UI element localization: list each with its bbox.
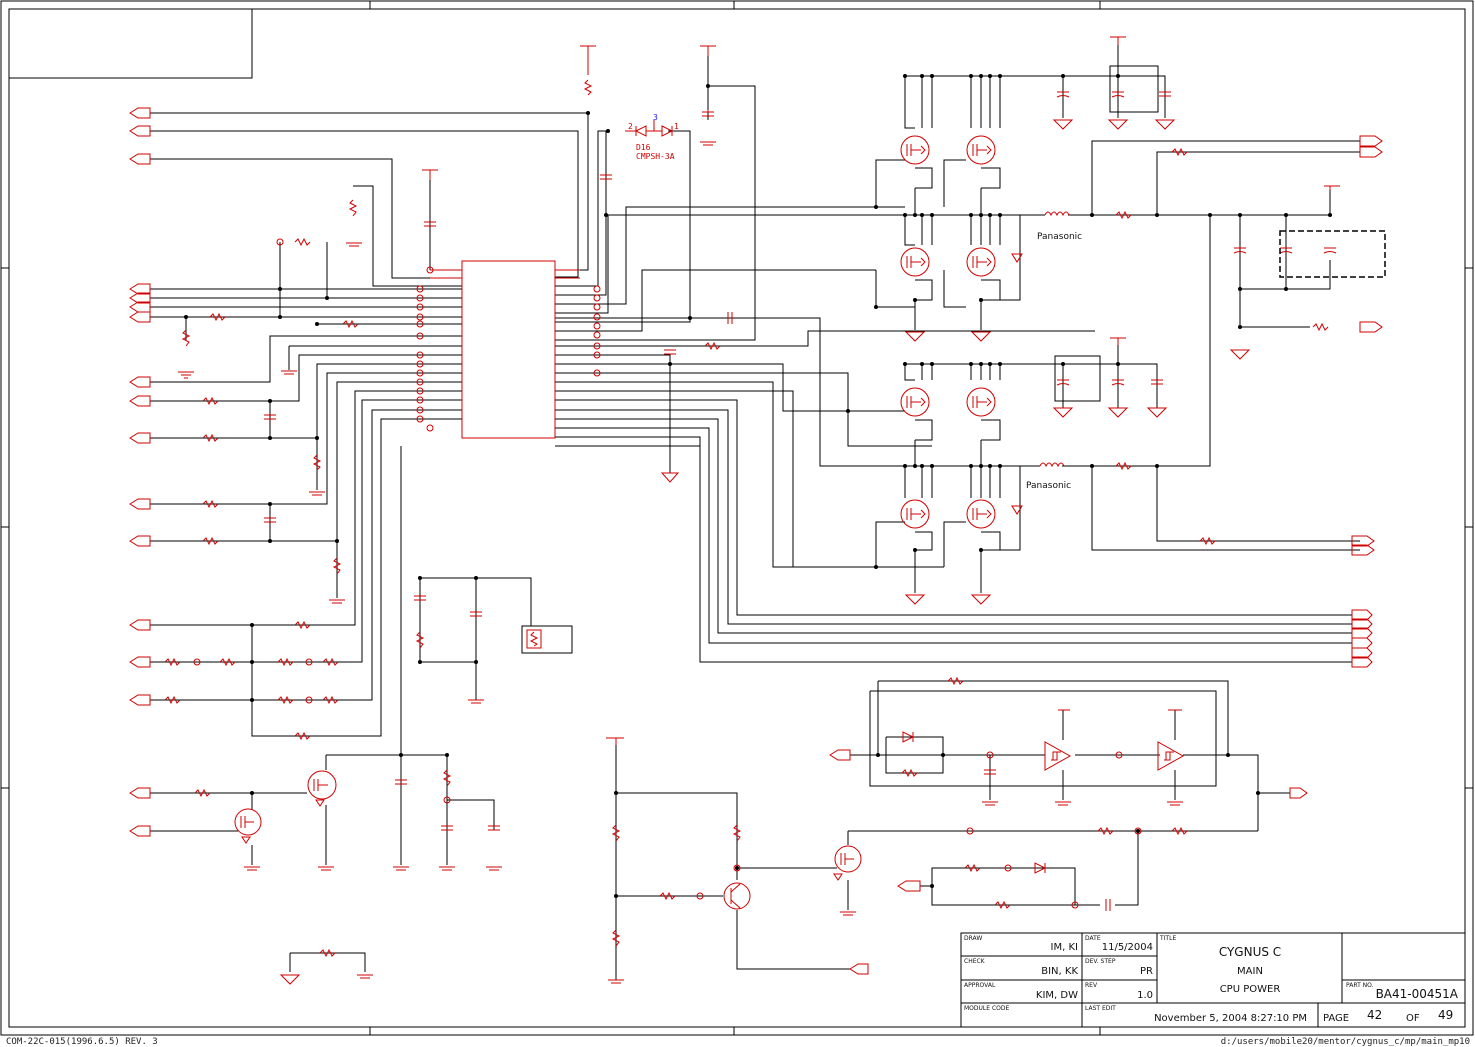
date-value: 11/5/2004 bbox=[1102, 942, 1153, 953]
approval-label: APPROVAL bbox=[964, 982, 996, 989]
inductor-bottom-label: Panasonic bbox=[1026, 481, 1071, 491]
file-path: d:/users/mobile20/mentor/cygnus_c/mp/mai… bbox=[1221, 1037, 1470, 1047]
rev-label: REV bbox=[1085, 982, 1098, 989]
junction-dots bbox=[184, 74, 1332, 898]
last-edit-value: November 5, 2004 8:27:10 PM bbox=[1154, 1013, 1307, 1024]
date-label: DATE bbox=[1085, 935, 1101, 942]
wires bbox=[150, 45, 1360, 980]
resistors bbox=[164, 79, 1329, 958]
form-code: COM-22C-015(1996.6.5) REV. 3 bbox=[6, 1037, 158, 1047]
part-no-label: PART NO. bbox=[1346, 982, 1374, 989]
component-labels: 2 3 1 D16 CMPSH-3A Panasonic Panasonic bbox=[628, 113, 1082, 491]
optional-cap-group bbox=[1279, 230, 1386, 278]
check-label: CHECK bbox=[964, 958, 986, 965]
grounds bbox=[178, 119, 1251, 985]
rev-value: 1.0 bbox=[1137, 990, 1153, 1001]
components bbox=[129, 36, 1386, 985]
power-rails bbox=[422, 36, 1340, 745]
draw-label: DRAW bbox=[964, 935, 982, 942]
title-block: DRAW IM, KI CHECK BIN, KK APPROVAL KIM, … bbox=[960, 932, 1466, 1028]
page-value: 42 bbox=[1367, 1008, 1382, 1022]
title-line-2: MAIN bbox=[1237, 966, 1263, 977]
title-label: TITLE bbox=[1159, 935, 1176, 942]
last-edit-label: LAST EDIT bbox=[1085, 1005, 1116, 1012]
page-label: PAGE bbox=[1323, 1013, 1349, 1024]
diode-ref-label: D16 bbox=[636, 143, 651, 152]
npn-transistor bbox=[723, 882, 751, 910]
check-value: BIN, KK bbox=[1041, 966, 1078, 977]
approval-value: KIM, DW bbox=[1036, 990, 1078, 1001]
title-line-3: CPU POWER bbox=[1220, 984, 1281, 995]
diode-pin-3-label: 3 bbox=[653, 113, 658, 122]
input-ports bbox=[129, 107, 921, 975]
power-mosfets bbox=[234, 135, 996, 881]
jumper-block bbox=[526, 629, 542, 649]
dev-step-label: DEV. STEP bbox=[1085, 958, 1116, 965]
schmitt-buffers bbox=[1044, 741, 1185, 771]
part-no-value: BA41-00451A bbox=[1376, 987, 1459, 1001]
draw-value: IM, KI bbox=[1051, 942, 1078, 953]
junction-rings bbox=[193, 238, 1142, 909]
dev-step-value: PR bbox=[1140, 966, 1153, 977]
of-value: 49 bbox=[1438, 1008, 1453, 1022]
diodes bbox=[625, 120, 1047, 874]
output-ports bbox=[1289, 135, 1383, 799]
diode-part-label: CMPSH-3A bbox=[636, 152, 675, 161]
of-label: OF bbox=[1406, 1013, 1420, 1024]
capacitors bbox=[264, 91, 1337, 911]
diode-pin-2-label: 2 bbox=[628, 122, 633, 131]
title-line-1: CYGNUS C bbox=[1219, 945, 1281, 959]
diode-pin-1-label: 1 bbox=[674, 122, 679, 131]
module-code-label: MODULE CODE bbox=[964, 1005, 1009, 1012]
ic-pin-stubs bbox=[430, 269, 580, 279]
main-controller-ic bbox=[461, 260, 556, 439]
inductor-top-label: Panasonic bbox=[1037, 232, 1082, 242]
inductors bbox=[1039, 211, 1070, 468]
